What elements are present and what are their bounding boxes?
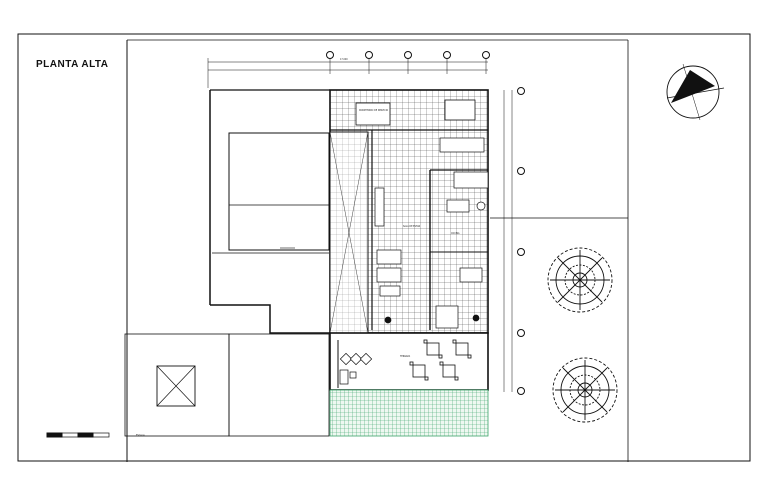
- axis-marker-icon: [517, 87, 525, 395]
- terrace-tables: [409, 339, 472, 381]
- room-label-living: SALA DE ESTAR: [403, 225, 421, 228]
- scale-bar: [46, 432, 110, 438]
- dimension-total: 17.000: [340, 58, 348, 61]
- top-dimension: [207, 55, 488, 88]
- room-label-service: DORMITORIO DE SERVICIO: [359, 109, 388, 112]
- right-dimension: [503, 90, 513, 392]
- north-arrow-icon: [666, 63, 725, 121]
- sheet-border: [17, 33, 751, 462]
- axis-marker-icon: [326, 51, 490, 59]
- room-label-kitchen: COCINA: [451, 232, 460, 235]
- scale-label: ESCALA: [136, 434, 145, 437]
- interior-walls: [371, 130, 488, 330]
- plan-title: PLANTA ALTA: [36, 59, 109, 70]
- stair-strip: [329, 131, 369, 334]
- tree-icon: [552, 357, 618, 423]
- furniture: [374, 137, 489, 329]
- lower-block: [228, 333, 330, 437]
- terrace-label: TERRAZA: [400, 355, 411, 358]
- terrace-plants: [337, 340, 373, 388]
- skylight-icon: [156, 365, 196, 407]
- tree-icon: [547, 247, 613, 313]
- garden: [329, 389, 489, 437]
- roof-outline: [209, 89, 330, 334]
- service-room: [355, 99, 476, 126]
